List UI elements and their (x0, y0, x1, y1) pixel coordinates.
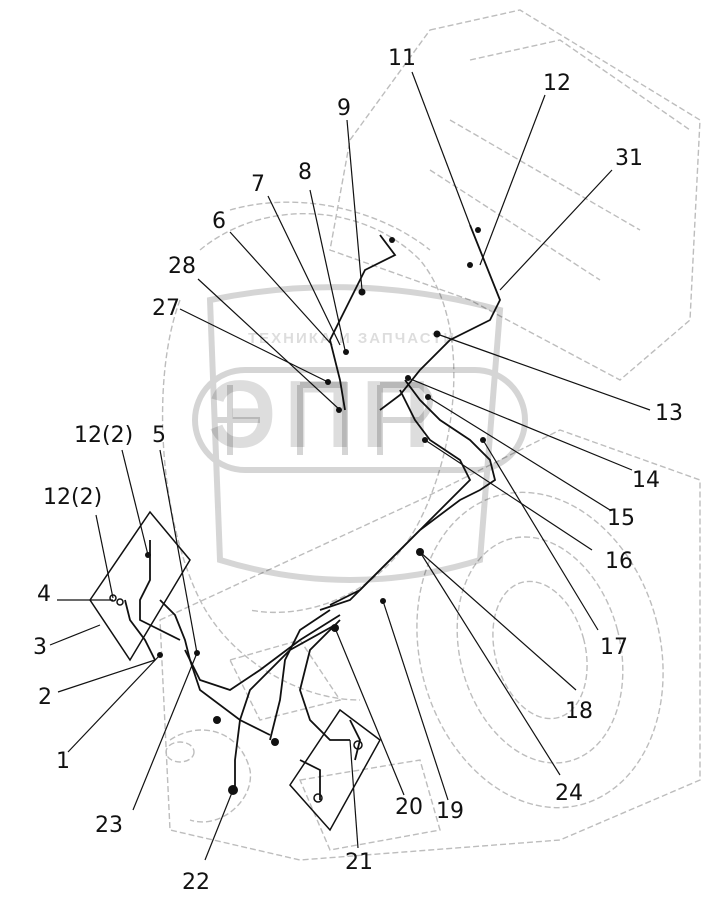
callout-19: 19 (436, 799, 464, 824)
callout-20: 20 (395, 795, 423, 820)
callout-5: 5 (152, 423, 166, 448)
battery-right (289, 708, 381, 832)
callout-15: 15 (607, 506, 635, 531)
callout-4: 4 (37, 582, 51, 607)
callout-1: 1 (56, 749, 70, 774)
callout-27: 27 (152, 296, 180, 321)
callout-12-2-upper: 12(2) (74, 423, 134, 448)
callout-11: 11 (388, 46, 416, 71)
callout-21: 21 (345, 850, 373, 875)
callout-16: 16 (605, 549, 633, 574)
watermark-banner-text: ТЕХНИКА И ЗАПЧАСТИ (248, 330, 457, 347)
machine-outline (159, 9, 701, 861)
callout-6: 6 (212, 209, 226, 234)
callout-18: 18 (565, 699, 593, 724)
callout-31: 31 (615, 146, 643, 171)
callout-17: 17 (600, 635, 628, 660)
callout-23: 23 (95, 813, 123, 838)
wiring-harness (124, 224, 501, 800)
callout-2: 2 (38, 685, 52, 710)
watermark-logo-text: ЭПП (208, 361, 439, 468)
callout-13: 13 (655, 401, 683, 426)
callout-14: 14 (632, 468, 660, 493)
leader-lines (49, 71, 651, 861)
connectors (145, 227, 486, 795)
callout-12-2-lower: 12(2) (43, 485, 103, 510)
callout-3: 3 (33, 635, 47, 660)
callout-28: 28 (168, 254, 196, 279)
battery-left (89, 510, 191, 662)
callout-24: 24 (555, 781, 583, 806)
callout-7: 7 (251, 172, 265, 197)
callout-12: 12 (543, 71, 571, 96)
callout-22: 22 (182, 870, 210, 895)
callout-9: 9 (337, 96, 351, 121)
callout-8: 8 (298, 160, 312, 185)
